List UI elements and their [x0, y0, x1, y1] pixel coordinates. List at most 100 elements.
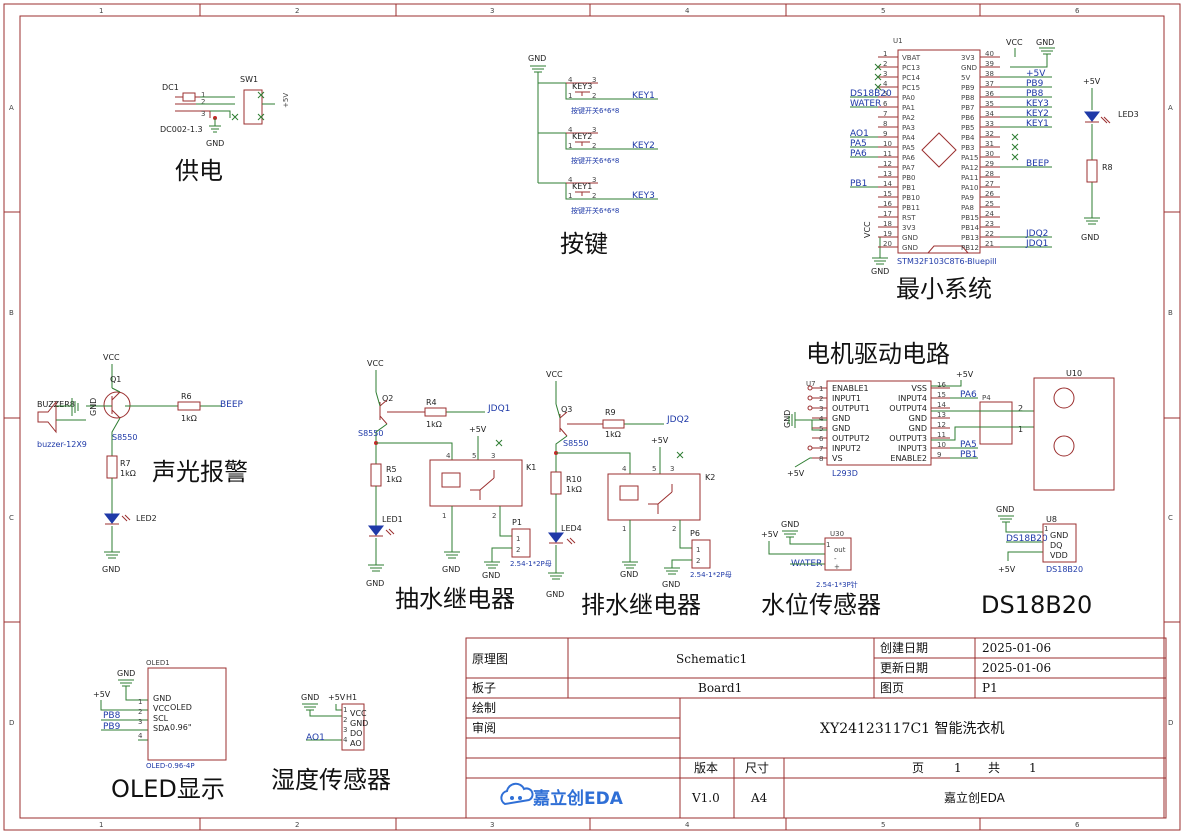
- mcu-pin-number: 39: [985, 60, 994, 68]
- u8-chip: [1042, 523, 1077, 563]
- row-marker-left: A: [9, 104, 14, 112]
- mcu-pin-name: GND: [902, 244, 918, 252]
- h1-pin-do: DO: [350, 729, 362, 738]
- humidity-section: GND +5V AO1 H1 1 VCC GND DO AO 2 3 4 湿度传…: [271, 693, 391, 794]
- mcu-pin-name: PA4: [902, 134, 916, 142]
- col-marker-top: 5: [881, 7, 885, 15]
- mcu-left-net: PA5: [850, 139, 867, 149]
- mcu-pin-number: 12: [883, 160, 892, 168]
- p6-part: 2.54-1*2P母: [690, 571, 732, 579]
- led3-5v-label: +5V: [1083, 77, 1101, 86]
- k1-pin-5: 5: [472, 452, 476, 460]
- key-net: KEY1: [632, 91, 655, 101]
- oled-pin-scl: SCL: [153, 714, 169, 723]
- led3-ref: LED3: [1118, 110, 1139, 119]
- mcu-vcc-label: VCC: [1006, 38, 1023, 47]
- motor-section: 电机驱动电路 U7 L293D +5V GND +5V P4 2 1 U10 1…: [783, 340, 1115, 491]
- mcu-pin-name: PA3: [902, 124, 915, 132]
- key-pin: 3: [592, 76, 596, 84]
- oled-gnd: GND: [117, 669, 135, 678]
- mcu-part: STM32F103C8T6-Bluepill: [897, 257, 997, 266]
- mcu-pin-number: 5: [883, 90, 887, 98]
- key-part: 按键开关6*6*8: [571, 156, 619, 165]
- tb-update-label: 更新日期: [880, 660, 928, 675]
- oled-pin-2: 2: [138, 708, 142, 716]
- mcu-gnd-bottom: GND: [871, 267, 889, 276]
- tb-sheet-label: 图页: [880, 681, 904, 695]
- outer-border: [3, 3, 1181, 831]
- alarm-beep-net: BEEP: [220, 400, 244, 410]
- key-ref: KEY2: [572, 132, 592, 141]
- h1-pin-gnd: GND: [350, 719, 368, 728]
- key-part: 按键开关6*6*8: [571, 206, 619, 215]
- pump-gnd-1: GND: [442, 565, 460, 574]
- mcu-right-net: KEY2: [1026, 109, 1049, 119]
- mcu-pin-number: 29: [985, 160, 994, 168]
- section-title-water: 水位传感器: [761, 591, 881, 619]
- mcu-pin-number: 13: [883, 170, 892, 178]
- cloud-logo-icon: [500, 782, 534, 806]
- mcu-pin-name: PB4: [961, 134, 975, 142]
- mcu-pin-name: PA15: [961, 154, 978, 162]
- l293d-pin-name: GND: [909, 414, 927, 423]
- mcu-pin-name: PA8: [961, 204, 974, 212]
- mcu-pin-number: 14: [883, 180, 892, 188]
- mcu-pin-number: 31: [985, 140, 994, 148]
- mcu-ref: U1: [893, 37, 903, 45]
- mcu-pin-name: PA11: [961, 174, 978, 182]
- r7-resistor: [106, 455, 118, 479]
- mcu-section: U1 STM32F103C8T6-Bluepill VCC GND GND VC…: [850, 37, 1055, 303]
- p4-header: [979, 401, 1013, 445]
- l293d-pin-number: 2: [819, 395, 823, 403]
- l293d-pin-name: ENABLE1: [832, 384, 869, 393]
- l293d-pin-name: INPUT4: [898, 394, 927, 403]
- r5-resistor: [370, 463, 382, 487]
- l293d-net: PA5: [960, 440, 977, 450]
- p1-header: [511, 528, 531, 558]
- key-net: KEY3: [632, 191, 655, 201]
- mcu-pin-number: 33: [985, 120, 994, 128]
- l293d-pin-name: INPUT1: [832, 394, 861, 403]
- p6-header: [691, 539, 711, 569]
- mcu-pin-name: PB8: [961, 94, 974, 102]
- dc-pin-2: 2: [201, 98, 205, 106]
- tb-total-num: 1: [1029, 761, 1037, 775]
- mcu-pin-name: PA7: [902, 164, 915, 172]
- oled-pin-3: 3: [138, 718, 142, 726]
- dc-pin-1: 1: [201, 91, 205, 99]
- k1-ref: K1: [526, 463, 536, 472]
- mcu-pin-name: PA6: [902, 154, 916, 162]
- r4-resistor: [424, 407, 447, 417]
- section-title-keys: 按键: [560, 230, 608, 258]
- mcu-pin-number: 6: [883, 100, 888, 108]
- mcu-left-net: DS18B20: [850, 89, 892, 99]
- mcu-pin-name: 3V3: [961, 54, 975, 62]
- l293d-pin-number: 11: [937, 431, 946, 439]
- l293d-pin-number: 1: [819, 385, 823, 393]
- l293d-pin-number: 8: [819, 455, 823, 463]
- q1-part: S8550: [112, 433, 137, 442]
- mcu-pin-number: 19: [883, 230, 892, 238]
- mcu-pin-number: 21: [985, 240, 994, 248]
- tb-version-label: 版本: [694, 761, 718, 775]
- u30-pin-plus: +: [834, 563, 840, 571]
- mcu-pin-name: PC15: [902, 84, 920, 92]
- mcu-pin-number: 18: [883, 220, 892, 228]
- mcu-pin-number: 11: [883, 150, 892, 158]
- dc-pin-3: 3: [201, 110, 205, 118]
- p4-pin-1: 1: [1018, 425, 1023, 434]
- section-title-drain: 排水继电器: [581, 591, 701, 619]
- p4-ref: P4: [982, 394, 991, 402]
- sw-ref: SW1: [240, 75, 258, 84]
- key-ref: KEY1: [572, 182, 592, 191]
- k2-pin-3: 3: [670, 465, 674, 473]
- mcu-pin-number: 36: [985, 90, 994, 98]
- drain-5v: +5V: [651, 436, 669, 445]
- mcu-pin-number: 10: [883, 140, 892, 148]
- mcu-body: [897, 49, 981, 254]
- tb-review-label: 审阅: [472, 720, 496, 735]
- tb-size-value: A4: [750, 791, 768, 805]
- mcu-right-net: +5V: [1026, 69, 1046, 79]
